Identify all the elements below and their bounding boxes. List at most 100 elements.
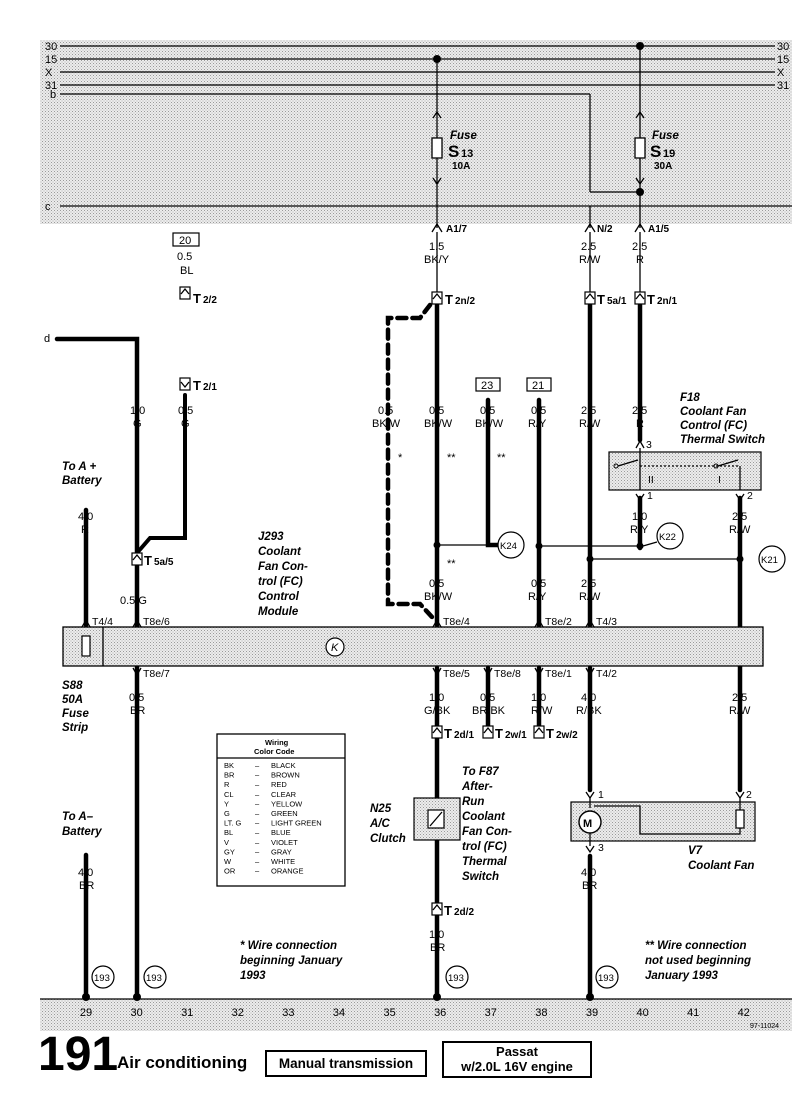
bus-label-c: c bbox=[45, 201, 51, 213]
legend-code: BL bbox=[224, 828, 233, 837]
bus-label-30-right: 30 bbox=[777, 41, 789, 53]
svg-text:To A +: To A + bbox=[62, 461, 96, 473]
svg-text:BK/W: BK/W bbox=[424, 418, 453, 430]
fuse-s13: Fuse S 13 10A bbox=[431, 55, 477, 228]
svg-text:0.5: 0.5 bbox=[531, 578, 546, 590]
svg-text:BK/W: BK/W bbox=[475, 418, 504, 430]
f18-thermal-switch: 3 II I 1 2 F18 Coolant Fan Control (FC) … bbox=[608, 392, 765, 502]
svg-text:R: R bbox=[81, 524, 89, 536]
k-refs: K24 K22 K21 bbox=[497, 522, 786, 573]
svg-text:1.0: 1.0 bbox=[531, 692, 546, 704]
grid-number: 34 bbox=[333, 1007, 345, 1019]
svg-text:Fan Con-: Fan Con- bbox=[258, 561, 308, 573]
svg-text:Switch: Switch bbox=[462, 871, 499, 883]
svg-text:F18: F18 bbox=[680, 392, 700, 404]
connectors-upper: T 2n/2 T 5a/1 T 2n/1 T 5a/5 bbox=[131, 291, 677, 568]
ref-193-circles: 193 193 193 193 bbox=[91, 965, 619, 989]
grid-number: 41 bbox=[687, 1007, 699, 1019]
svg-text:**: ** bbox=[447, 558, 456, 570]
legend-dash: – bbox=[255, 819, 260, 828]
svg-text:2: 2 bbox=[746, 789, 752, 801]
svg-text:0.5: 0.5 bbox=[480, 692, 495, 704]
legend-name: BROWN bbox=[271, 771, 300, 780]
legend-dash: – bbox=[255, 799, 260, 808]
bus-label-x: X bbox=[45, 67, 53, 79]
svg-text:BK/Y: BK/Y bbox=[424, 254, 450, 266]
svg-text:Clutch: Clutch bbox=[370, 833, 406, 845]
svg-text:0.5: 0.5 bbox=[378, 405, 393, 417]
legend-dash: – bbox=[255, 780, 260, 789]
grid-number: 29 bbox=[80, 1007, 92, 1019]
svg-text:R/Y: R/Y bbox=[528, 591, 547, 603]
bus-label-15-right: 15 bbox=[777, 54, 789, 66]
svg-text:Battery: Battery bbox=[62, 475, 102, 487]
svg-text:Coolant: Coolant bbox=[462, 811, 506, 823]
svg-text:Color Code: Color Code bbox=[254, 747, 294, 756]
svg-text:2/1: 2/1 bbox=[203, 382, 217, 393]
legend-name: YELLOW bbox=[271, 799, 303, 808]
svg-text:*: * bbox=[398, 452, 403, 464]
grid-number: 33 bbox=[282, 1007, 294, 1019]
svg-text:2.5: 2.5 bbox=[581, 578, 596, 590]
wire-labels-lower: 0.5 BR 1.0 G/BK 0.5 BR/BK 1.0 R/W 4.0 R/… bbox=[78, 692, 751, 954]
grid-number: 40 bbox=[636, 1007, 648, 1019]
legend-code: G bbox=[224, 809, 230, 818]
svg-text:T: T bbox=[495, 726, 503, 741]
wire-ref-21: 21 bbox=[526, 377, 552, 392]
s88-label: S88 50A Fuse Strip bbox=[62, 680, 89, 734]
svg-text:5a/5: 5a/5 bbox=[154, 557, 174, 568]
legend-name: BLUE bbox=[271, 828, 291, 837]
grid-number: 36 bbox=[434, 1007, 446, 1019]
svg-text:21: 21 bbox=[532, 380, 544, 392]
svg-text:1: 1 bbox=[647, 490, 653, 502]
svg-text:T: T bbox=[597, 292, 605, 307]
svg-text:II: II bbox=[648, 474, 654, 486]
svg-text:1.0: 1.0 bbox=[130, 405, 145, 417]
svg-text:T: T bbox=[445, 292, 453, 307]
svg-text:Battery: Battery bbox=[62, 826, 102, 838]
to-a-pos-battery-label: To A + Battery bbox=[62, 461, 102, 487]
grid-number: 42 bbox=[738, 1007, 750, 1019]
wire-label-d: d bbox=[44, 333, 50, 345]
svg-text:0.5 G: 0.5 G bbox=[120, 595, 147, 607]
transmission-box: Manual transmission bbox=[265, 1050, 427, 1077]
legend-name: GRAY bbox=[271, 847, 292, 856]
bus-label-31-right: 31 bbox=[777, 80, 789, 92]
legend-code: R bbox=[224, 780, 230, 789]
svg-text:Coolant: Coolant bbox=[258, 546, 302, 558]
svg-text:2n/1: 2n/1 bbox=[657, 296, 677, 307]
legend-name: ORANGE bbox=[271, 867, 304, 876]
svg-text:1.0: 1.0 bbox=[429, 929, 444, 941]
svg-text:BK/W: BK/W bbox=[372, 418, 401, 430]
svg-text:2w/2: 2w/2 bbox=[556, 730, 578, 741]
legend-name: CLEAR bbox=[271, 790, 297, 799]
svg-text:1.0: 1.0 bbox=[632, 511, 647, 523]
fuse-s13-sub: 13 bbox=[461, 148, 473, 160]
svg-text:Control (FC): Control (FC) bbox=[680, 420, 747, 432]
svg-text:4.0: 4.0 bbox=[78, 511, 93, 523]
legend-code: OR bbox=[224, 867, 236, 876]
legend-dash: – bbox=[255, 761, 260, 770]
svg-text:0.5: 0.5 bbox=[429, 405, 444, 417]
svg-text:4.0: 4.0 bbox=[581, 692, 596, 704]
to-a-neg-battery-label: To A– Battery bbox=[62, 811, 102, 838]
svg-text:N25: N25 bbox=[370, 803, 392, 815]
svg-text:R/W: R/W bbox=[579, 418, 601, 430]
svg-text:5a/1: 5a/1 bbox=[607, 296, 627, 307]
svg-text:3: 3 bbox=[598, 842, 604, 854]
svg-text:M: M bbox=[583, 818, 592, 830]
svg-text:R/W: R/W bbox=[729, 705, 751, 717]
svg-text:V7: V7 bbox=[688, 845, 703, 857]
svg-text:**: ** bbox=[447, 452, 456, 464]
fuse-s19-sub: 19 bbox=[663, 148, 675, 160]
svg-text:G: G bbox=[181, 418, 190, 430]
bus-lines bbox=[60, 45, 792, 207]
fuse-s13-rating: 10A bbox=[452, 161, 470, 172]
svg-text:20: 20 bbox=[179, 235, 191, 247]
svg-text:T4/4: T4/4 bbox=[92, 616, 113, 628]
bus-connectors: A1/7 N/2 A1/5 bbox=[431, 206, 670, 235]
wire-ref-23: 23 bbox=[475, 377, 501, 392]
svg-text:193: 193 bbox=[94, 973, 110, 984]
